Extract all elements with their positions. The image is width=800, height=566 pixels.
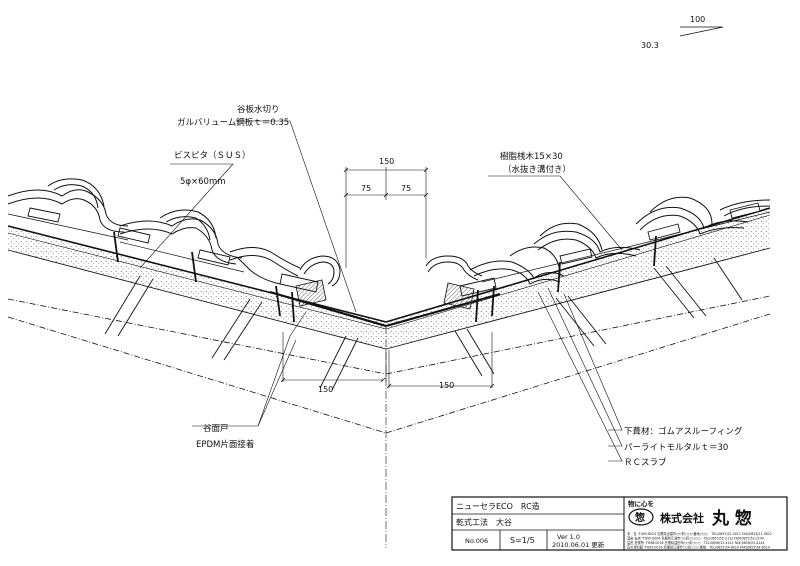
company-name: 丸 惣 bbox=[711, 508, 752, 529]
valley-door-foam bbox=[295, 279, 475, 310]
label-screw-1: ビスピタ（ＳＵＳ） bbox=[174, 150, 251, 161]
pitch-run-text: 100 bbox=[690, 15, 705, 24]
annotation-labels: 谷板水切り ガルバリューム鋼板ｔ＝0.35 ビスピタ（ＳＵＳ） 5φ×60mm … bbox=[174, 104, 743, 468]
address-line-2: 温泉 支店 〒695-0004 島根県江津市○○町○○○○ TEL(0855)5… bbox=[627, 536, 764, 541]
label-underlay: 下葺材：ゴムアスルーフィング bbox=[624, 426, 743, 437]
roof-tiles-left bbox=[7, 178, 341, 287]
address-line-4: 瓦の資料館 〒695-0016 島根県江津市○○町○○○番地 TEL(0855)… bbox=[627, 545, 770, 550]
title-drawing-no: No.006 bbox=[465, 537, 488, 545]
label-mortar: パーライトモルタルｔ＝30 bbox=[624, 443, 728, 453]
title-product: ニューセラECO RC造 bbox=[456, 501, 540, 511]
title-method: 乾式工法 大谷 bbox=[456, 517, 512, 527]
label-batten-1: 樹脂桟木15×30 bbox=[500, 151, 563, 162]
title-block: ニューセラECO RC造 乾式工法 大谷 No.006 S=1/5 Ver 1.… bbox=[451, 496, 788, 551]
dimension-ticks bbox=[280, 167, 495, 389]
dim-bottom-left: 150 bbox=[318, 385, 333, 394]
title-scale: S=1/5 bbox=[510, 536, 535, 545]
label-slab: ＲＣスラブ bbox=[624, 457, 667, 468]
slab-diagonals bbox=[104, 257, 743, 391]
company-slogan: 物に心を bbox=[628, 499, 654, 508]
label-valley-flashing-2: ガルバリューム鋼板ｔ＝0.35 bbox=[177, 117, 289, 128]
address-line-3: 益田 営業所 〒698-0016 島根県益田市○○町○○○ TEL(0856)2… bbox=[627, 540, 764, 545]
roof-tiles-right bbox=[425, 196, 771, 285]
dim-top-total: 150 bbox=[379, 157, 394, 166]
dim-top-left: 75 bbox=[361, 184, 371, 193]
dimension-lines bbox=[282, 167, 493, 388]
pitch-rise-text: 30.3 bbox=[641, 41, 659, 50]
company-logo: 惣 bbox=[628, 508, 654, 526]
screws bbox=[113, 231, 657, 323]
label-valley-flashing-1: 谷板水切り bbox=[237, 104, 280, 115]
dim-bottom-right: 150 bbox=[439, 381, 454, 390]
pitch-indicator: 100 30.3 bbox=[641, 15, 724, 50]
title-version: Ver 1.0 bbox=[557, 533, 580, 541]
label-valley-door-2: EPDM片面接着 bbox=[196, 439, 254, 450]
label-batten-2: （水抜き溝付き） bbox=[503, 164, 571, 175]
label-screw-2: 5φ×60mm bbox=[180, 177, 226, 187]
company-prefix: 株式会社 bbox=[660, 511, 704, 525]
title-date: 2010.06.01 更新 bbox=[552, 540, 605, 549]
logo-char: 惣 bbox=[635, 511, 645, 524]
label-valley-door-1: 谷面戸 bbox=[203, 424, 229, 434]
leader-lines bbox=[139, 120, 623, 462]
dim-top-right: 75 bbox=[401, 184, 411, 193]
address-line-1: 本 社 〒495-8024 島根県出雲市○○町○○○番地○○○ TEL(0853… bbox=[627, 531, 772, 536]
